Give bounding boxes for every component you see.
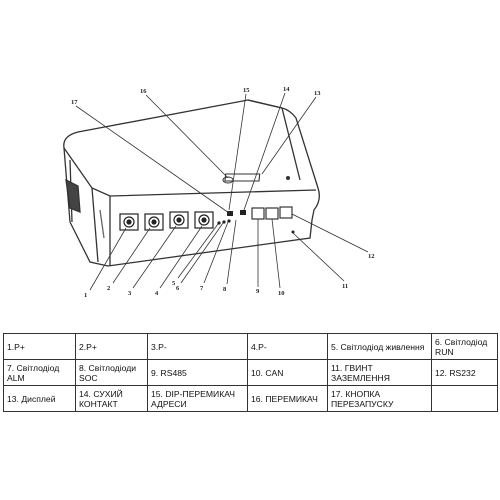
callout-16: 16: [140, 88, 147, 95]
callout-9: 9: [256, 288, 260, 295]
callout-17: 17: [71, 99, 78, 106]
legend-cell: 12. RS232: [431, 359, 498, 386]
callout-14: 14: [283, 86, 290, 93]
callout-8: 8: [223, 286, 227, 293]
device-diagram: 1 2 3 4 5 6 7 8 9 10 11 12 13 14 15 16 1…: [63, 86, 375, 299]
legend-cell: 9. RS485: [147, 359, 248, 386]
legend-cell: 7. Світлодіод ALM: [3, 359, 76, 386]
callout-1: 1: [84, 292, 87, 299]
callout-10: 10: [278, 290, 285, 297]
legend-row: 13. Дисплей 14. СУХИЙ КОНТАКТ 15. DIP-ПЕ…: [3, 385, 498, 412]
enclosure: [63, 99, 320, 267]
callout-2: 2: [107, 285, 110, 292]
device-drawing: 1 2 3 4 5 6 7 8 9 10 11 12 13 14 15 16 1…: [63, 86, 375, 299]
legend-row: 7. Світлодіод ALM 8. Світлодіоди SOC 9. …: [3, 359, 498, 386]
legend-table: 1.P+ 2.P+ 3.P- 4.P- 5. Світлодіод живлен…: [3, 333, 498, 412]
callout-11: 11: [342, 283, 348, 290]
ground-screw-shape: [291, 230, 295, 234]
callout-4: 4: [155, 290, 159, 297]
legend-cell: 8. Світлодіоди SOC: [75, 359, 148, 386]
callout-6: 6: [176, 285, 180, 292]
legend-cell: 13. Дисплей: [3, 385, 76, 412]
legend-cell: 2.P+: [75, 333, 148, 360]
legend-cell: 11. ГВИНТ ЗАЗЕМЛЕННЯ: [327, 359, 432, 386]
legend-cell: 3.P-: [147, 333, 248, 360]
legend-cell: 16. ПЕРЕМИКАЧ: [247, 385, 328, 412]
legend-row: 1.P+ 2.P+ 3.P- 4.P- 5. Світлодіод живлен…: [3, 333, 498, 360]
callout-15: 15: [243, 87, 250, 94]
callout-12: 12: [368, 253, 375, 260]
power-connectors: [119, 211, 214, 231]
led-group: [217, 210, 246, 225]
legend-cell: 10. CAN: [247, 359, 328, 386]
callout-labels: 1 2 3 4 5 6 7 8 9 10 11 12 13 14 15 16 1…: [71, 86, 375, 299]
reset-button-shape: [286, 176, 290, 180]
legend-cell: 6. Світлодіод RUN: [431, 333, 498, 360]
legend-cell: 17. КНОПКА ПЕРЕЗАПУСКУ: [327, 385, 432, 412]
callout-3: 3: [128, 290, 132, 297]
legend-cell: 5. Світлодіод живлення: [327, 333, 432, 360]
leader-lines: [75, 92, 369, 291]
legend-cell: 4.P-: [247, 333, 328, 360]
legend-cell: 14. СУХИЙ КОНТАКТ: [75, 385, 148, 412]
callout-13: 13: [314, 90, 321, 97]
legend-cell: 15. DIP-ПЕРЕМИКАЧ АДРЕСИ: [147, 385, 248, 412]
callout-5: 5: [172, 280, 176, 287]
legend-cell: [431, 385, 498, 412]
callout-7: 7: [200, 285, 204, 292]
comm-ports: [251, 206, 293, 220]
legend-cell: 1.P+: [3, 333, 76, 360]
